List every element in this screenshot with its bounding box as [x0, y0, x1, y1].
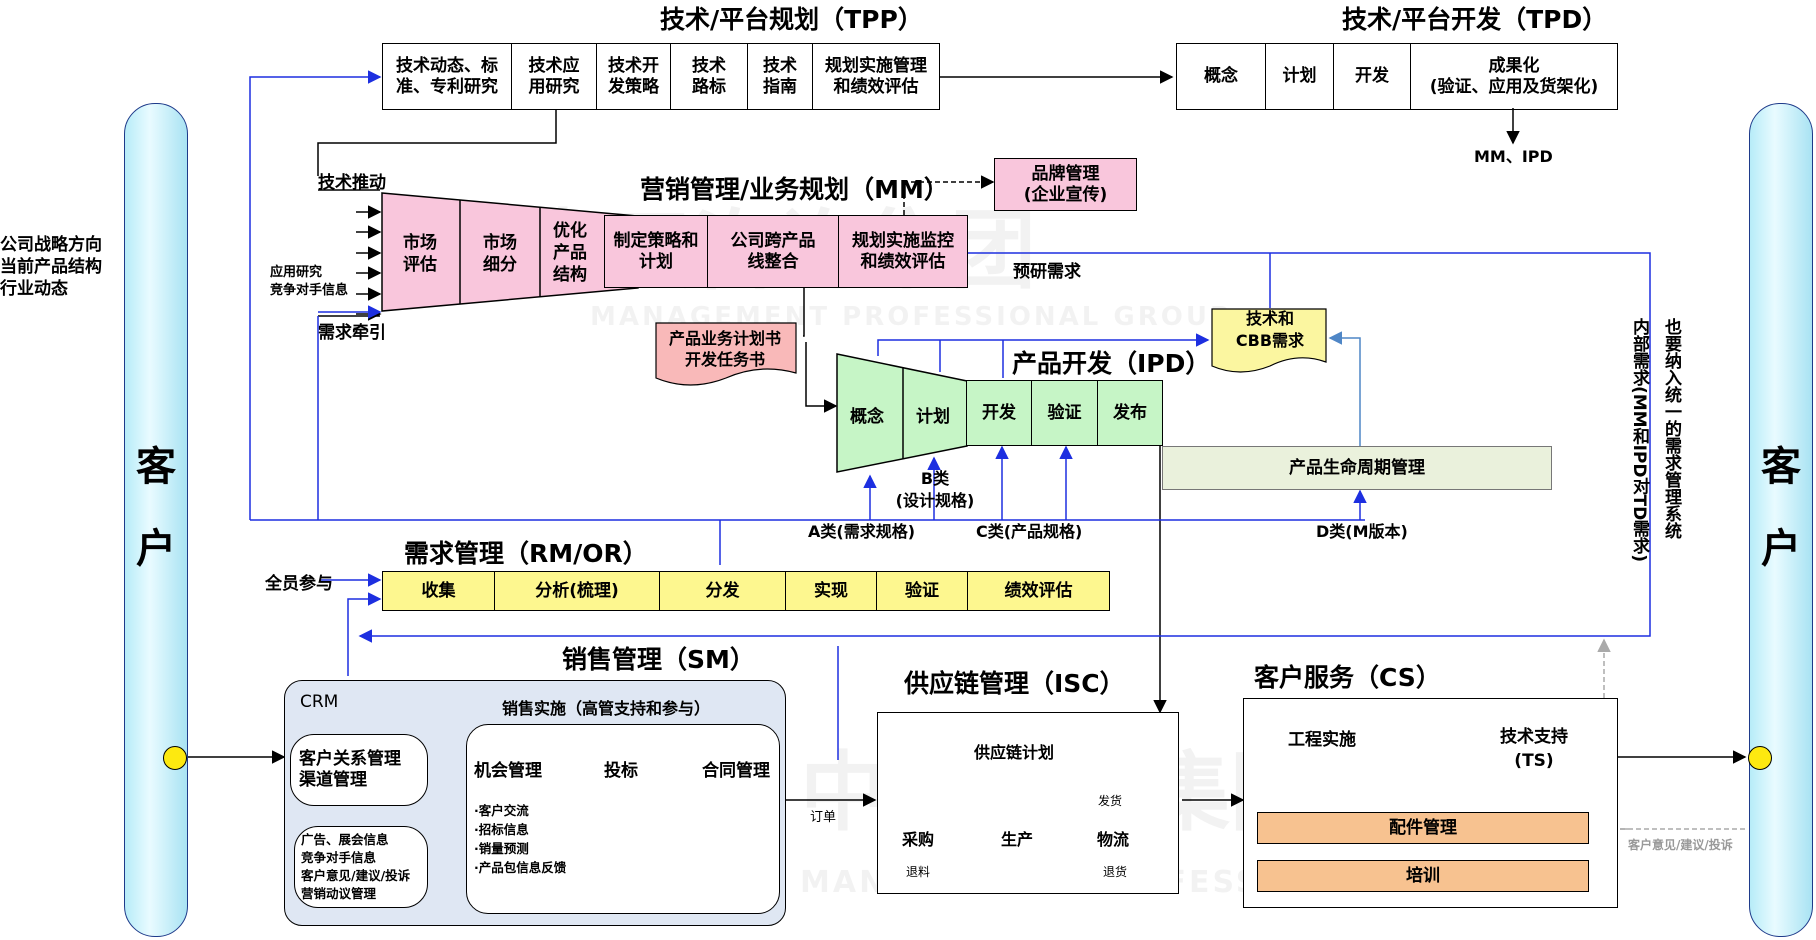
tpd-title: 技术/平台开发（TPD） — [1342, 5, 1608, 34]
ipd-cell-develop: 开发 — [966, 380, 1032, 446]
sm-sales-title: 销售实施（高管支持和参与） — [502, 699, 711, 718]
ipd-class-b: B类 (设计规格) — [895, 469, 975, 510]
mm-funnel-1: 市场评估 — [403, 233, 437, 275]
tpd-cell-result: 成果化 (验证、应用及货架化) — [1410, 43, 1618, 110]
customer-pill-right: 客 户 — [1749, 103, 1813, 937]
isc-return-goods: 退货 — [1103, 865, 1128, 879]
mm-title: 营销管理/业务规划（MM） — [640, 175, 949, 204]
tpp-cell-3: 技术开发策略 — [596, 43, 671, 110]
customer-left-char2: 户 — [136, 526, 176, 572]
mm-brand: 品牌管理 (企业宣传) — [994, 158, 1137, 211]
ipd-class-a: A类(需求规格) — [808, 522, 916, 541]
customer-pill-left: 客 户 — [124, 103, 188, 937]
cs-title: 客户服务（CS） — [1254, 663, 1441, 692]
customer-right-char2: 户 — [1761, 526, 1801, 572]
sm-crm-label: CRM — [300, 692, 339, 712]
tpp-cell-2: 技术应用研究 — [511, 43, 597, 110]
isc-plan: 供应链计划 — [974, 743, 1055, 762]
tpd-cell-plan: 计划 — [1265, 43, 1334, 110]
mm-doc-text: 产品业务计划书 开发任务书 — [668, 329, 781, 369]
customer-right-char1: 客 — [1761, 444, 1801, 490]
mm-funnel-shape — [381, 192, 639, 312]
sm-bullet-2: ·招标信息 — [474, 822, 529, 837]
tpp-cell-4: 技术路标 — [670, 43, 748, 110]
mm-funnel-2: 市场细分 — [483, 233, 517, 275]
side-note-col2: 内部需求(MM和IPD对TD需求) — [1629, 318, 1649, 562]
strategy-input-2: 当前产品结构 — [0, 257, 102, 277]
cs-feedback: 客户意见/建议/投诉 — [1628, 838, 1733, 852]
ipd-lifecycle: 产品生命周期管理 — [1162, 446, 1552, 490]
rm-all-staff: 全员参与 — [265, 574, 333, 594]
isc-item-produce: 生产 — [1001, 830, 1034, 849]
mm-funnel-3: 优化产品结构 — [553, 221, 587, 285]
rm-cell-implement: 实现 — [785, 571, 877, 611]
customer-right-dot — [1748, 746, 1772, 770]
mm-preresearch: 预研需求 — [1013, 262, 1081, 282]
customer-left-char1: 客 — [136, 444, 176, 490]
cs-engineering: 工程实施 — [1288, 730, 1356, 750]
rm-cell-evaluate: 绩效评估 — [967, 571, 1110, 611]
cbb-shape — [1211, 308, 1327, 373]
rm-cell-distribute: 分发 — [659, 571, 786, 611]
mm-demand-pull: 需求牵引 — [318, 323, 386, 343]
tpp-cell-5: 技术指南 — [747, 43, 813, 110]
mm-cell-strategy: 制定策略和计划 — [604, 215, 708, 288]
cs-tech-support: 技术支持 (TS) — [1500, 727, 1568, 771]
sm-title: 销售管理（SM） — [562, 645, 755, 674]
tpd-cell-concept: 概念 — [1176, 43, 1266, 110]
tpp-cell-1: 技术动态、标准、专利研究 — [382, 43, 512, 110]
sm-crm-box: 客户关系管理 渠道管理 — [290, 734, 428, 806]
isc-item-logistics: 物流 — [1097, 830, 1130, 849]
isc-item-purchase: 采购 — [902, 830, 935, 849]
sm-flow-bid: 投标 — [604, 761, 638, 781]
rm-title: 需求管理（RM/OR） — [404, 539, 648, 568]
tpd-output: MM、IPD — [1474, 147, 1553, 166]
isc-return-material: 退料 — [906, 865, 931, 879]
sm-info-box: 广告、展会信息 竞争对手信息 客户意见/建议/投诉 营销动议管理 — [294, 826, 428, 908]
isc-ship: 发货 — [1098, 794, 1123, 808]
cs-training: 培训 — [1257, 860, 1589, 892]
ipd-funnel-shape — [836, 353, 968, 473]
sm-order: 订单 — [810, 810, 837, 825]
mm-cell-monitor: 规划实施监控和绩效评估 — [838, 215, 968, 288]
ipd-funnel-plan: 计划 — [916, 407, 950, 427]
sm-bullet-4: ·产品包信息反馈 — [474, 860, 567, 875]
isc-title: 供应链管理（ISC） — [904, 669, 1125, 698]
ipd-class-c: C类(产品规格) — [976, 522, 1083, 541]
ipd-cell-release: 发布 — [1097, 380, 1163, 446]
mm-inputs: 应用研究 竞争对手信息 — [270, 265, 349, 298]
ipd-cbb-text: 技术和 CBB需求 — [1235, 309, 1305, 350]
cs-parts: 配件管理 — [1257, 812, 1589, 844]
mm-tech-push: 技术推动 — [318, 173, 386, 193]
side-note-col1: 也要纳入统一的需求管理系统 — [1661, 318, 1681, 539]
sm-bullet-1: ·客户交流 — [474, 803, 529, 818]
tpp-title: 技术/平台规划（TPP） — [660, 5, 923, 34]
tpd-cell-develop: 开发 — [1333, 43, 1411, 110]
ipd-title: 产品开发（IPD） — [1012, 349, 1211, 378]
ipd-class-d: D类(M版本) — [1316, 522, 1408, 541]
sm-bullet-3: ·销量预测 — [474, 841, 529, 856]
tpp-cell-6: 规划实施管理和绩效评估 — [812, 43, 940, 110]
ipd-cell-verify: 验证 — [1031, 380, 1098, 446]
customer-left-dot — [163, 746, 187, 770]
rm-cell-collect: 收集 — [382, 571, 495, 611]
sm-flow-opportunity: 机会管理 — [474, 761, 542, 781]
rm-cell-analyze: 分析(梳理) — [494, 571, 660, 611]
strategy-input-1: 公司战略方向 — [0, 235, 102, 255]
sm-flow-contract: 合同管理 — [702, 761, 770, 781]
doc-shape — [655, 322, 797, 386]
ipd-funnel-concept: 概念 — [850, 407, 884, 427]
strategy-input-3: 行业动态 — [0, 279, 68, 299]
mm-cell-integration: 公司跨产品线整合 — [707, 215, 839, 288]
isc-container — [877, 712, 1179, 894]
sm-sales-box — [466, 724, 780, 914]
rm-cell-verify: 验证 — [876, 571, 968, 611]
